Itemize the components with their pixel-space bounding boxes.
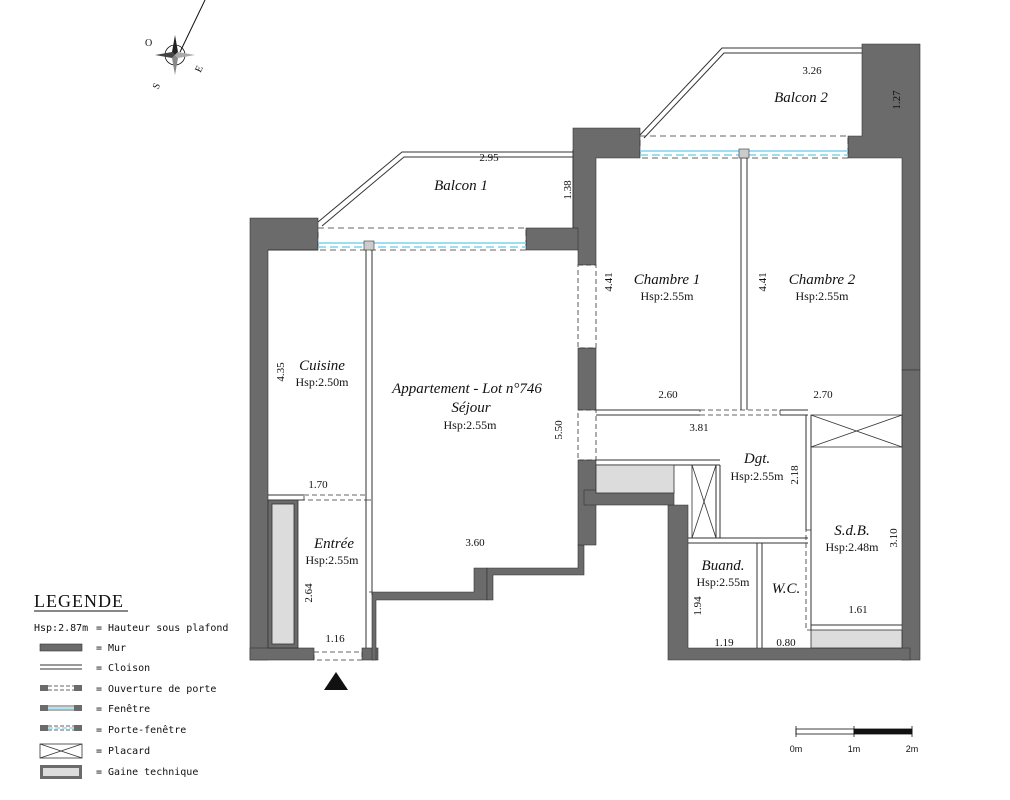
legend-hsp-symbol: Hsp:2.87m [34,623,88,634]
dim-sejour-height: 5.50 [553,420,565,440]
scale-bar: 0m 1m 2m [790,726,919,754]
buand-hsp: Hsp:2.55m [696,575,750,589]
dim-sejour-width: 3.60 [465,537,485,549]
sejour-name: Séjour [451,400,490,416]
entree-hsp: Hsp:2.55m [305,553,359,567]
legend-title: LEGENDE [34,591,124,611]
dim-buand-height: 1.94 [692,596,704,616]
scale-label-2: 2m [906,744,919,754]
sdb-name: S.d.B. [834,523,869,539]
compass: O S E [145,0,206,91]
porte-fenetres [317,135,849,251]
chambre2-name: Chambre 2 [789,272,856,288]
chambre2-hsp: Hsp:2.55m [795,289,849,303]
buand-name: Buand. [702,558,745,574]
dim-balcon1-height: 1.38 [562,180,574,200]
sdb-hsp: Hsp:2.48m [825,540,879,554]
cuisine-hsp: Hsp:2.50m [295,375,349,389]
dgt-hsp: Hsp:2.55m [730,469,784,483]
dim-chambre1-height: 4.41 [603,272,615,291]
legend-porte-text: = Ouverture de porte [96,684,216,695]
wc-name: W.C. [772,581,801,597]
dim-entree-height: 2.64 [303,583,315,603]
legend-porte-fenetre-swatch [40,725,82,731]
dim-wc-width: 0.80 [776,637,796,649]
sejour-hsp: Hsp:2.55m [443,418,497,432]
dim-dgt-width: 3.81 [689,422,708,434]
legend-cloison-text: = Cloison [96,663,150,674]
legend-hsp-text: = Hauteur sous plafond [96,623,228,634]
legend-gaine-text: = Gaine technique [96,767,198,778]
partitions [268,158,902,648]
scale-label-0: 0m [790,744,803,754]
legend-mur-text: = Mur [96,643,126,654]
chambre1-hsp: Hsp:2.55m [640,289,694,303]
walls [249,43,921,661]
dim-sdb-width: 1.61 [848,604,867,616]
legend-porte-fenetre-text: = Porte-fenêtre [96,724,186,736]
dim-chambre2-height: 4.41 [757,272,769,291]
legend-fenetre-swatch [40,705,82,711]
dim-entree-width: 1.16 [325,633,345,645]
legend: LEGENDE Hsp:2.87m = Hauteur sous plafond… [34,591,228,779]
dim-sdb-height: 3.10 [888,528,900,548]
dim-cuisine-width: 1.70 [308,479,328,491]
dim-chambre2-width: 2.70 [813,389,833,401]
placards [691,414,903,539]
legend-placard-text: = Placard [96,746,150,757]
balcon1-name: Balcon 1 [434,178,488,194]
compass-west-label: O [145,38,152,49]
gaines [267,464,903,649]
plan-title: Appartement - Lot n°746 [391,381,542,397]
legend-placard-swatch [39,743,83,759]
dgt-name: Dgt. [743,451,770,467]
dim-balcon2-width: 3.26 [802,65,822,77]
legend-mur-swatch [39,643,83,652]
entry-arrow-icon [324,672,348,690]
dim-cuisine-height: 4.35 [275,362,287,382]
dim-dgt-height: 2.18 [789,465,801,485]
cuisine-name: Cuisine [299,358,345,374]
dim-balcon1-width: 2.95 [479,152,499,164]
compass-south-label: S [151,81,163,91]
legend-porte-swatch [40,685,82,691]
scale-label-1: 1m [848,744,861,754]
balcony-outlines [317,47,862,228]
balcon2-name: Balcon 2 [774,90,828,106]
dim-chambre1-width: 2.60 [658,389,678,401]
chambre1-name: Chambre 1 [634,272,701,288]
entree-name: Entrée [313,536,354,552]
dim-buand-width: 1.19 [714,637,734,649]
door-openings [303,264,812,661]
legend-fenetre-text: = Fenêtre [96,703,150,715]
compass-east-label: E [193,64,206,74]
legend-gaine-swatch [40,765,82,779]
legend-cloison-swatch [40,664,82,670]
dim-balcon2-height: 1.27 [891,90,903,110]
